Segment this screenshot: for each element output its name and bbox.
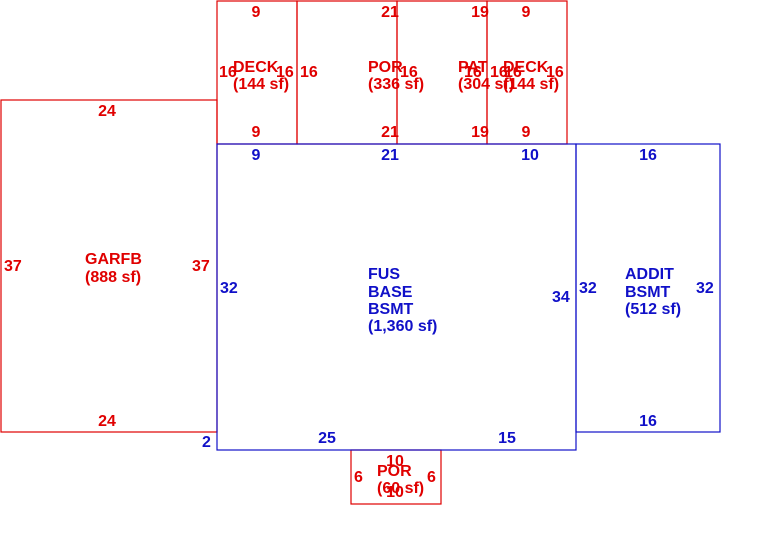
addition-label-line2: BSMT — [625, 284, 671, 301]
porch-bottom-label: POR — [377, 463, 412, 480]
main-area: (1,360 sf) — [368, 318, 437, 335]
main-dim-bottom-notch: 2 — [202, 434, 211, 451]
addition-dim-top: 16 — [639, 147, 657, 164]
deck-right-dim-left: 16 — [504, 64, 522, 81]
porch-top-label: POR — [368, 59, 403, 76]
patio-dim-top: 19 — [471, 4, 489, 21]
deck-left-dim-top: 9 — [252, 4, 261, 21]
deck-left-dim-right: 16 — [276, 64, 294, 81]
deck-left-dim-bottom: 9 — [252, 124, 261, 141]
addition-dim-left: 32 — [579, 280, 597, 297]
garage-label: GARFB — [85, 251, 142, 268]
porch-bottom-dim-right: 6 — [427, 469, 436, 486]
deck-right-label: DECK — [503, 59, 549, 76]
porch-top-dim-left: 16 — [300, 64, 318, 81]
main-dim-top-center: 21 — [381, 147, 399, 164]
patio-dim-bottom: 19 — [471, 124, 489, 141]
patio-label: PAT — [458, 59, 488, 76]
porch-top-dim-right: 16 — [400, 64, 418, 81]
porch-top-dim-bottom: 21 — [381, 124, 399, 141]
deck-right-area: (144 sf) — [503, 76, 559, 93]
porch-bottom-dim-left: 6 — [354, 469, 363, 486]
porch-bottom-dim-bottom: 10 — [386, 484, 404, 501]
deck-left-label: DECK — [233, 59, 279, 76]
garage-dim-left: 37 — [4, 258, 22, 275]
main-label-line3: BSMT — [368, 301, 414, 318]
deck-left-dim-left: 16 — [219, 64, 237, 81]
patio-dim-right: 16 — [490, 64, 508, 81]
patio-dim-left: 16 — [464, 64, 482, 81]
porch-bottom-area: (60 sf) — [377, 480, 424, 497]
addition-label-line1: ADDIT — [625, 266, 674, 283]
porch-top-dim-top: 21 — [381, 4, 399, 21]
garage-dim-top: 24 — [98, 103, 116, 120]
deck-right-dim-bottom: 9 — [522, 124, 531, 141]
addition-dim-bottom: 16 — [639, 413, 657, 430]
main-label-line1: FUS — [368, 266, 400, 283]
main-dim-right: 34 — [552, 289, 570, 306]
garage-dim-bottom: 24 — [98, 413, 116, 430]
deck-right-dim-top: 9 — [522, 4, 531, 21]
porch-top-area: (336 sf) — [368, 76, 424, 93]
garage-area: (888 sf) — [85, 269, 141, 286]
deck-right-dim-right: 16 — [546, 64, 564, 81]
main-dim-top-right: 10 — [521, 147, 539, 164]
addition-area: (512 sf) — [625, 301, 681, 318]
main-dim-left: 32 — [220, 280, 238, 297]
patio-area: (304 sf) — [458, 76, 514, 93]
addition-dim-right: 32 — [696, 280, 714, 297]
main-dim-bottom-right: 15 — [498, 430, 516, 447]
deck-left-area: (144 sf) — [233, 76, 289, 93]
main-label-line2: BASE — [368, 284, 413, 301]
main-dim-top-left: 9 — [252, 147, 261, 164]
main-dim-bottom-left: 25 — [318, 430, 336, 447]
garage-dim-right: 37 — [192, 258, 210, 275]
addition-outline — [575, 143, 721, 433]
porch-bottom-dim-top: 10 — [386, 453, 404, 470]
